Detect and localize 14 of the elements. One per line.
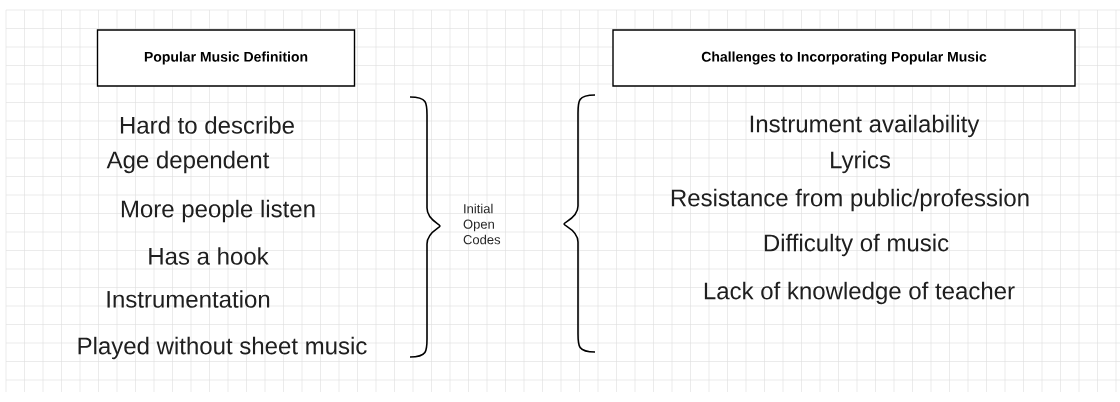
list-item: More people listen [121,199,315,223]
list-item: Instrumentation [107,290,270,308]
list-item: Difficulty of music [764,233,949,257]
list-item: Has a hook [149,247,269,265]
note-text: Initial Open Codes [463,203,501,245]
list-item: Lyrics [831,150,891,174]
list-item: Resistance from public/profession [671,188,1029,212]
list-item: Lack of knowledge of teacher [704,281,1015,305]
heading-box: Popular Music Definition [96,29,356,87]
list-item: Age dependent [106,150,270,174]
list-item: Instrument availability [750,114,980,138]
heading-box: Challenges to Incorporating Popular Music [612,29,1076,87]
list-item: Played without sheet music [78,336,367,360]
list-item: Hard to describe [120,116,294,134]
